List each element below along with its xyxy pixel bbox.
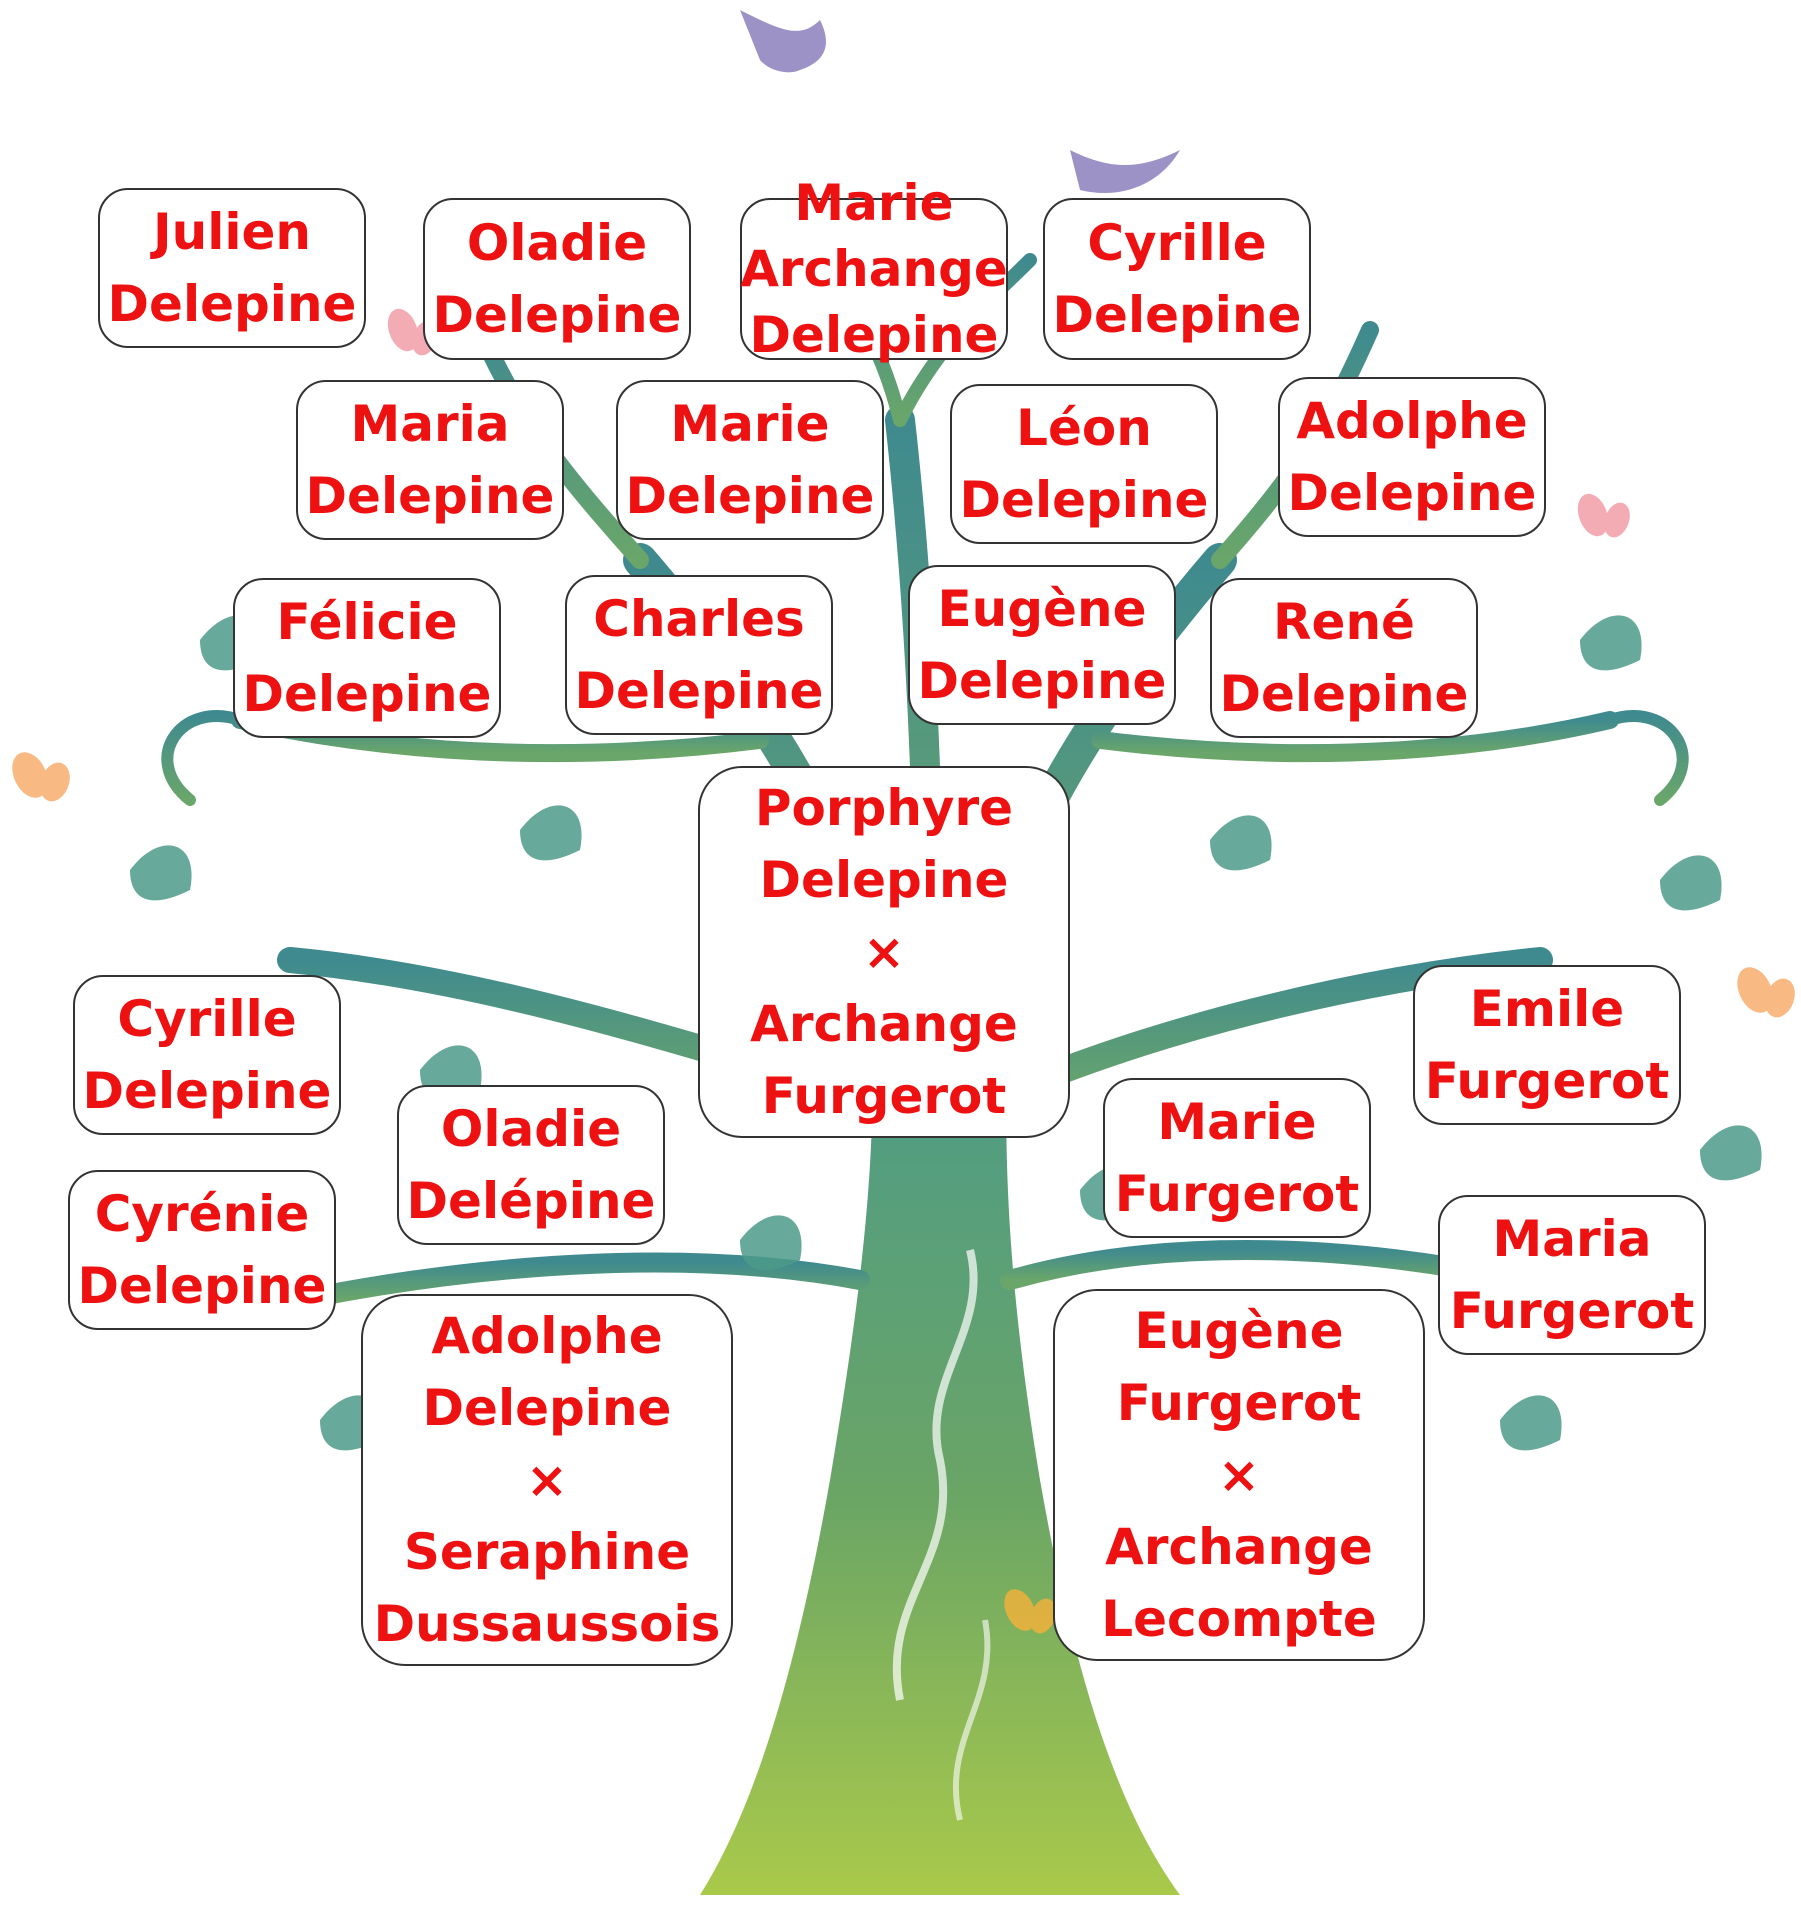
first-name: Charles <box>593 590 805 648</box>
first-name: Emile <box>1469 980 1625 1038</box>
spouse1-first-name: Adolphe <box>431 1307 663 1365</box>
first-name: Oladie <box>440 1100 622 1158</box>
butterfly-icon <box>1577 493 1630 538</box>
last-name: Delepine <box>1219 665 1469 723</box>
first-name: Eugène <box>937 580 1147 638</box>
spouse1-last-name: Furgerot <box>1116 1374 1362 1432</box>
spouse2-last-name: Furgerot <box>761 1067 1007 1125</box>
person-box-cyrille-delepine-left: Cyrille Delepine <box>73 975 341 1135</box>
person-box-oladie-delepine-left: Oladie Delépine <box>397 1085 665 1245</box>
butterfly-icon <box>1737 967 1795 1018</box>
first-name: Félicie <box>276 593 458 651</box>
middle-name: Archange <box>740 240 1008 298</box>
spouse1-first-name: Porphyre <box>754 779 1014 837</box>
last-name: Delepine <box>1052 286 1302 344</box>
person-box-felicie-delepine: Félicie Delepine <box>233 578 501 738</box>
marriage-symbol: × <box>1218 1446 1260 1504</box>
first-name: René <box>1273 593 1415 651</box>
first-name: Cyrille <box>1087 214 1267 272</box>
person-box-rene-delepine: René Delepine <box>1210 578 1478 738</box>
couple-box-eugene-archange: Eugène Furgerot × Archange Lecompte <box>1053 1289 1425 1661</box>
first-name: Léon <box>1016 399 1152 457</box>
marriage-symbol: × <box>526 1451 568 1509</box>
last-name: Delepine <box>574 662 824 720</box>
last-name: Delepine <box>917 652 1167 710</box>
person-box-eugene-delepine: Eugène Delepine <box>908 565 1176 725</box>
tree-trunk <box>700 1000 1180 1895</box>
last-name: Delepine <box>305 467 555 525</box>
first-name: Marie <box>794 174 954 232</box>
bird-icon <box>740 10 826 73</box>
first-name: Marie <box>1157 1093 1317 1151</box>
last-name: Furgerot <box>1114 1165 1360 1223</box>
person-box-marie-archange-delepine: Marie Archange Delepine <box>740 174 1008 364</box>
spouse2-last-name: Lecompte <box>1101 1590 1377 1648</box>
couple-box-adolphe-seraphine: Adolphe Delepine × Seraphine Dussaussois <box>361 1294 733 1666</box>
butterfly-icon <box>1004 1589 1056 1634</box>
person-box-cyrille-delepine-top: Cyrille Delepine <box>1043 198 1311 360</box>
last-name: Delepine <box>107 275 357 333</box>
marriage-symbol: × <box>863 923 905 981</box>
first-name: Adolphe <box>1296 392 1528 450</box>
couple-box-porphyre-archange: Porphyre Delepine × Archange Furgerot <box>698 766 1070 1138</box>
person-box-maria-delepine-top: Maria Delepine <box>296 380 564 540</box>
last-name: Furgerot <box>1424 1052 1670 1110</box>
spouse2-first-name: Seraphine <box>403 1523 691 1581</box>
last-name: Delepine <box>82 1062 332 1120</box>
first-name: Oladie <box>466 214 648 272</box>
person-box-maria-furgerot: Maria Furgerot <box>1438 1195 1706 1355</box>
last-name: Delepine <box>77 1257 327 1315</box>
first-name: Maria <box>350 395 510 453</box>
last-name: Delepine <box>432 286 682 344</box>
person-box-marie-furgerot: Marie Furgerot <box>1103 1078 1371 1238</box>
person-box-leon-delepine: Léon Delepine <box>950 384 1218 544</box>
spouse2-first-name: Archange <box>750 995 1018 1053</box>
last-name: Delépine <box>406 1172 656 1230</box>
person-box-oladie-delepine-top: Oladie Delepine <box>423 198 691 360</box>
first-name: Cyrille <box>117 990 297 1048</box>
person-box-emile-furgerot: Emile Furgerot <box>1413 965 1681 1125</box>
last-name: Delepine <box>242 665 492 723</box>
butterfly-icon <box>12 752 70 802</box>
first-name: Maria <box>1492 1210 1652 1268</box>
first-name: Marie <box>670 395 830 453</box>
last-name: Delepine <box>1287 464 1537 522</box>
last-name: Furgerot <box>1449 1282 1695 1340</box>
last-name: Delepine <box>959 471 1209 529</box>
spouse1-last-name: Delepine <box>422 1379 672 1437</box>
person-box-charles-delepine: Charles Delepine <box>565 575 833 735</box>
last-name: Delepine <box>749 306 999 364</box>
spouse2-first-name: Archange <box>1105 1518 1373 1576</box>
person-box-marie-delepine-top: Marie Delepine <box>616 380 884 540</box>
spouse1-first-name: Eugène <box>1134 1302 1344 1360</box>
person-box-julien-delepine: Julien Delepine <box>98 188 366 348</box>
last-name: Delepine <box>625 467 875 525</box>
first-name: Cyrénie <box>94 1185 310 1243</box>
first-name: Julien <box>153 203 311 261</box>
bird-icon <box>1070 150 1180 194</box>
person-box-cyrenie-delepine: Cyrénie Delepine <box>68 1170 336 1330</box>
spouse2-last-name: Dussaussois <box>373 1595 721 1653</box>
person-box-adolphe-delepine-top: Adolphe Delepine <box>1278 377 1546 537</box>
spouse1-last-name: Delepine <box>759 851 1009 909</box>
